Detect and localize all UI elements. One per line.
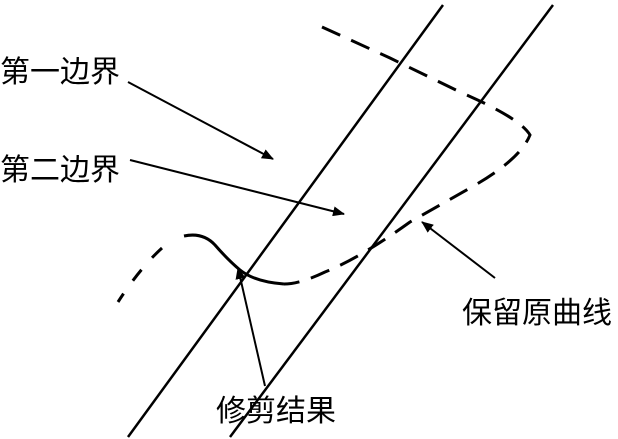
trim-result-arrow bbox=[235, 267, 266, 387]
first-boundary-label: 第一边界 bbox=[0, 55, 120, 90]
original-curve-dashed-lower bbox=[116, 246, 164, 303]
first-boundary-line bbox=[126, 4, 445, 438]
original-curve-dashed-upper bbox=[283, 25, 532, 286]
keep-original-curve-label: 保留原曲线 bbox=[462, 296, 612, 331]
keep-curve-arrow bbox=[421, 221, 496, 279]
trim-result-curve bbox=[183, 233, 285, 286]
second-boundary-arrow bbox=[129, 159, 345, 217]
trim-result-label: 修剪结果 bbox=[216, 394, 336, 429]
second-boundary-line bbox=[228, 4, 555, 438]
second-boundary-label: 第二边界 bbox=[0, 153, 120, 188]
first-boundary-arrow bbox=[127, 81, 274, 160]
